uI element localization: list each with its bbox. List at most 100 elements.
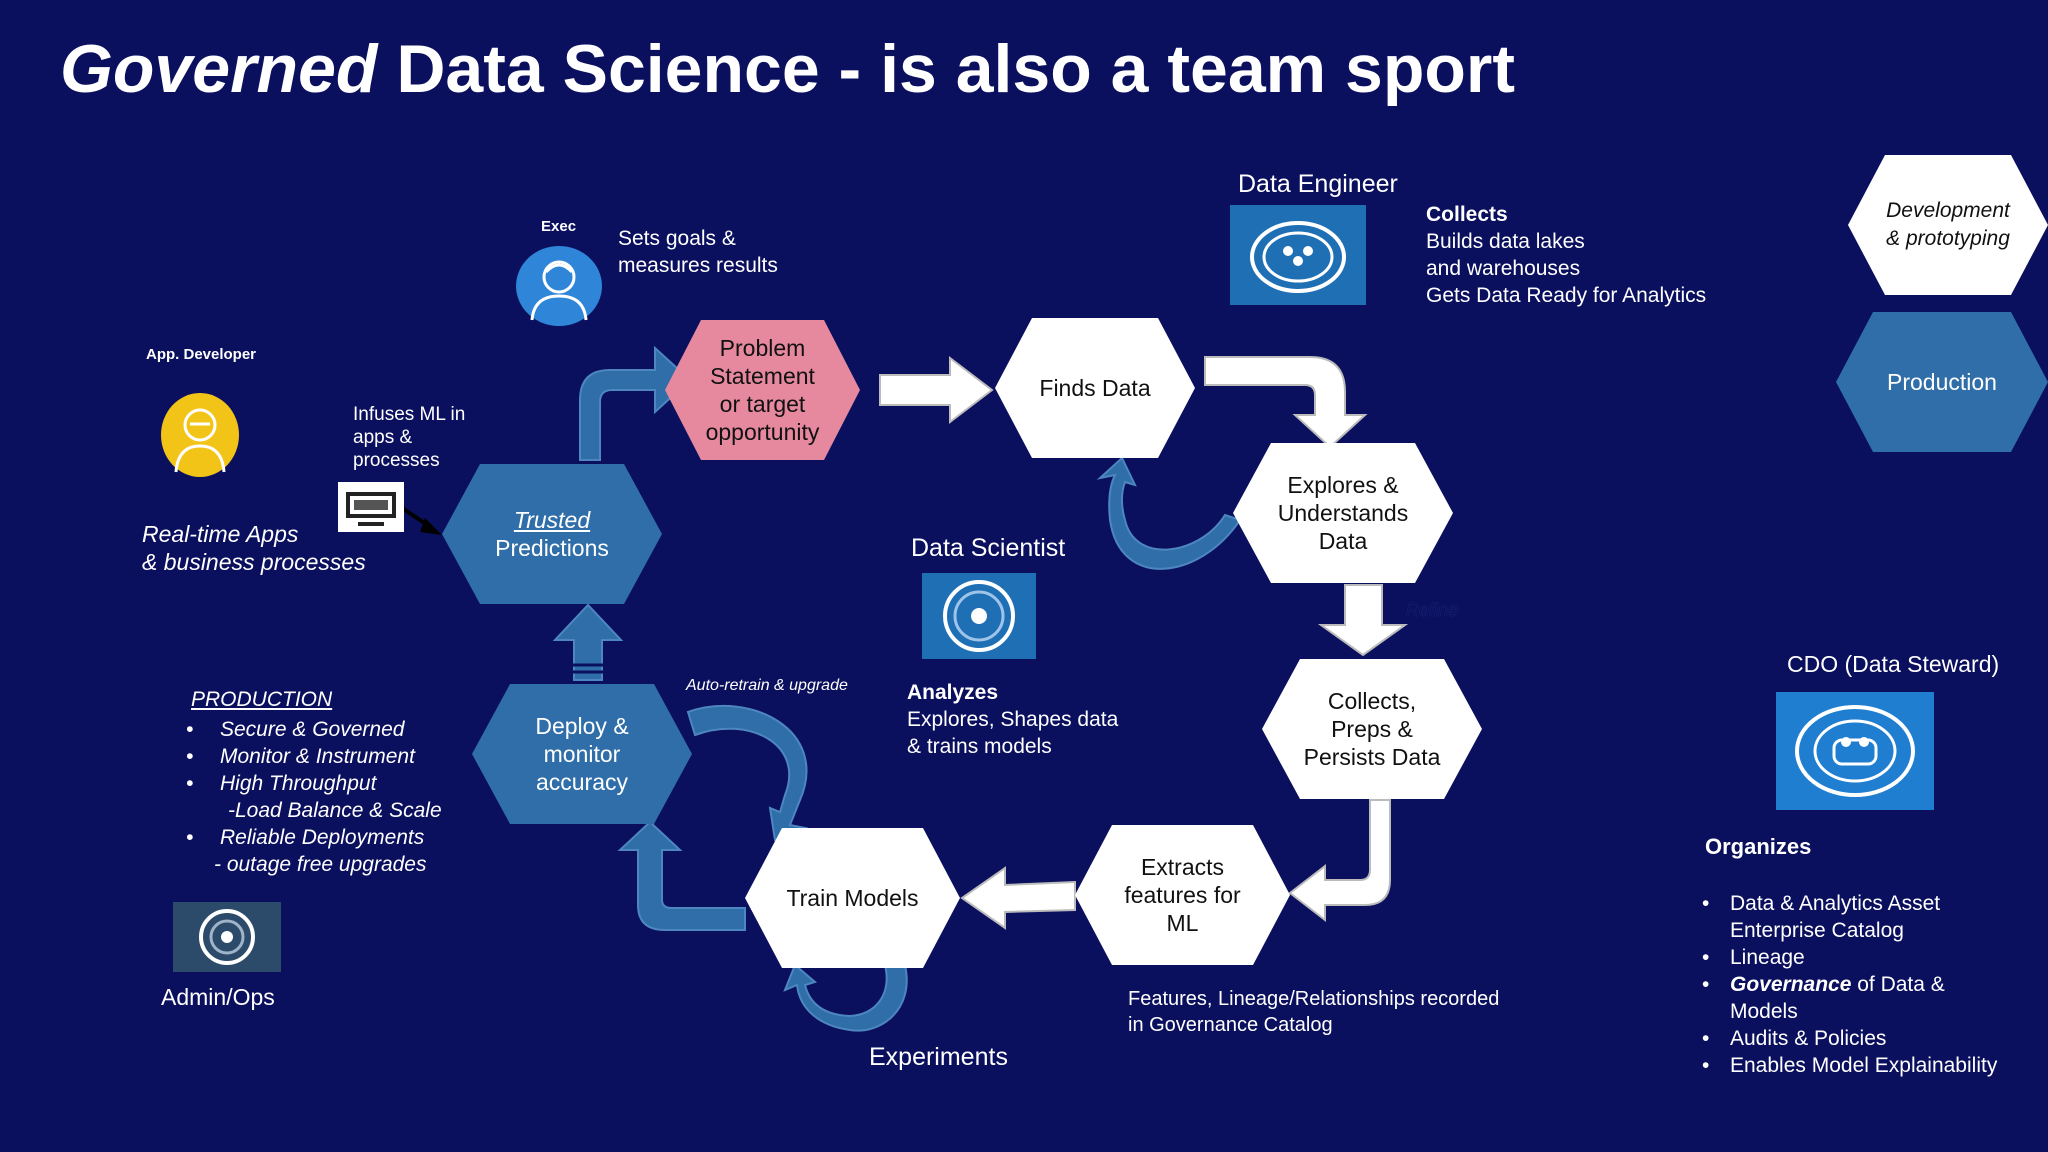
exec-role-label: Exec	[541, 218, 577, 235]
cdo-item-text: Enables Model Explainability	[1730, 1054, 1998, 1077]
production-list-item: •Secure & Governed	[186, 718, 405, 741]
production-item-text: Monitor & Instrument	[220, 745, 415, 768]
deploy-label: Deploy & monitor accuracy	[535, 713, 629, 795]
production-item-text: - outage free upgrades	[214, 853, 427, 876]
hex-explores-data: Explores & Understands Data	[1233, 443, 1453, 583]
data-scientist-icon	[922, 573, 1036, 659]
production-item-text: Reliable Deployments	[220, 826, 425, 849]
data-engineer-line2: and warehouses	[1426, 257, 1581, 280]
collects-label: Collects, Preps & Persists Data	[1303, 688, 1441, 770]
hex-problem-statement: Problem Statement or target opportunity	[665, 320, 860, 460]
title-italic: Governed	[60, 31, 378, 107]
arrow-collects-to-extracts	[1288, 799, 1391, 923]
cdo-item-text: Data & Analytics Asset	[1730, 892, 1941, 915]
finds-data-label: Finds Data	[1039, 375, 1151, 401]
arrow-finds-to-explores	[1204, 356, 1368, 449]
cdo-role-label: CDO (Data Steward)	[1787, 651, 2000, 677]
production-list-item: •Monitor & Instrument	[186, 745, 415, 768]
realtime-line2: & business processes	[142, 549, 366, 575]
production-list: •Secure & Governed •Monitor & Instrument…	[186, 716, 442, 878]
data-engineer-line1: Builds data lakes	[1426, 230, 1585, 253]
features-note-line2: in Governance Catalog	[1128, 1014, 1333, 1036]
production-list-heading: PRODUCTION	[191, 688, 333, 711]
exec-person-icon	[514, 244, 604, 328]
refine-label: Refine	[1406, 600, 1459, 620]
hex-deploy-monitor: Deploy & monitor accuracy	[472, 684, 692, 824]
data-engineer-icon	[1230, 205, 1366, 305]
infuses-line3: processes	[353, 450, 440, 471]
slide-title: Governed Data Science - is also a team s…	[60, 28, 1515, 110]
developer-person-icon	[160, 392, 240, 478]
data-engineer-description: Collects Builds data lakes and warehouse…	[1426, 201, 1706, 309]
development-label: Development & prototyping	[1886, 199, 2010, 250]
exec-desc-line1: Sets goals &	[618, 227, 736, 250]
cdo-item-text: Enterprise Catalog	[1730, 919, 1904, 942]
production-item-text: Secure & Governed	[220, 718, 405, 741]
arrow-refine-loop	[1096, 456, 1242, 570]
infuses-line2: apps &	[353, 427, 413, 448]
extracts-label: Extracts features for ML	[1124, 854, 1241, 936]
data-scientist-line1: Explores, Shapes data	[907, 708, 1119, 731]
cdo-heading: Organizes	[1705, 834, 1812, 859]
production-list-item: •High Throughput	[186, 772, 377, 795]
governance-bold: Governance	[1730, 973, 1852, 996]
realtime-apps-text: Real-time Apps & business processes	[142, 520, 366, 576]
train-models-label: Train Models	[786, 885, 919, 911]
exec-description: Sets goals & measures results	[618, 225, 778, 279]
data-steward-icon	[1776, 692, 1934, 810]
cdo-item-text: Audits & Policies	[1730, 1027, 1887, 1050]
production-list-item: •Reliable Deployments	[186, 826, 425, 849]
trusted-label-line1: Trusted	[513, 507, 591, 533]
hex-development-prototyping: Development & prototyping	[1848, 155, 2048, 295]
production-label: Production	[1887, 369, 1997, 395]
experiments-label: Experiments	[869, 1043, 1008, 1071]
data-engineer-role-label: Data Engineer	[1238, 170, 1398, 198]
hex-collects-data: Collects, Preps & Persists Data	[1262, 659, 1482, 799]
problem-statement-label: Problem Statement or target opportunity	[705, 335, 820, 445]
production-item-text: -Load Balance & Scale	[228, 799, 442, 822]
app-developer-role-label: App. Developer	[146, 346, 257, 363]
cdo-list-item: Lineage	[1700, 944, 1997, 971]
data-scientist-description: Analyzes Explores, Shapes data & trains …	[907, 679, 1118, 760]
features-note-line1: Features, Lineage/Relationships recorded	[1128, 988, 1500, 1010]
production-list-item: - outage free upgrades	[186, 851, 442, 878]
hex-trusted-predictions: Trusted Predictions	[442, 464, 662, 604]
infuses-line1: Infuses ML in	[353, 404, 466, 425]
data-scientist-role-label: Data Scientist	[911, 534, 1066, 562]
arrow-experiments-loop	[783, 963, 908, 1032]
arrow-train-to-deploy	[617, 820, 746, 931]
data-engineer-heading: Collects	[1426, 203, 1508, 226]
arrow-extracts-to-train	[960, 866, 1076, 930]
realtime-line1: Real-time Apps	[142, 521, 299, 547]
arrow-explores-to-collects	[1317, 584, 1409, 657]
cdo-list-item: Enables Model Explainability	[1700, 1052, 1997, 1079]
arrow-auto-retrain	[686, 704, 809, 842]
title-rest: Data Science - is also a team sport	[377, 31, 1515, 107]
cdo-list-item: Audits & Policies	[1700, 1025, 1997, 1052]
data-engineer-line3: Gets Data Ready for Analytics	[1426, 284, 1707, 307]
auto-retrain-label: Auto-retrain & upgrade	[686, 677, 848, 694]
hex-train-models: Train Models	[745, 828, 960, 968]
explores-label: Explores & Understands Data	[1277, 472, 1409, 554]
arrow-deploy-to-trusted	[552, 603, 624, 681]
admin-ops-icon	[173, 902, 281, 972]
trusted-label-line2: Predictions	[495, 535, 609, 561]
cdo-item-text: Models	[1730, 1000, 1798, 1023]
data-scientist-line2: & trains models	[907, 735, 1052, 758]
governance-rest: of Data &	[1851, 973, 1945, 996]
hex-production: Production	[1836, 312, 2048, 452]
admin-ops-label: Admin/Ops	[161, 984, 275, 1010]
arrow-problem-to-finds	[879, 355, 994, 425]
monitor-screen-icon	[338, 482, 404, 532]
exec-desc-line2: measures results	[618, 254, 778, 277]
production-item-text: High Throughput	[220, 772, 377, 795]
hex-finds-data: Finds Data	[995, 318, 1195, 458]
cdo-list-item: Governance of Data & Models	[1700, 971, 1997, 1025]
cdo-item-text: Lineage	[1730, 946, 1805, 969]
infuses-ml-text: Infuses ML in apps & processes	[353, 403, 465, 472]
data-scientist-heading: Analyzes	[907, 681, 999, 704]
